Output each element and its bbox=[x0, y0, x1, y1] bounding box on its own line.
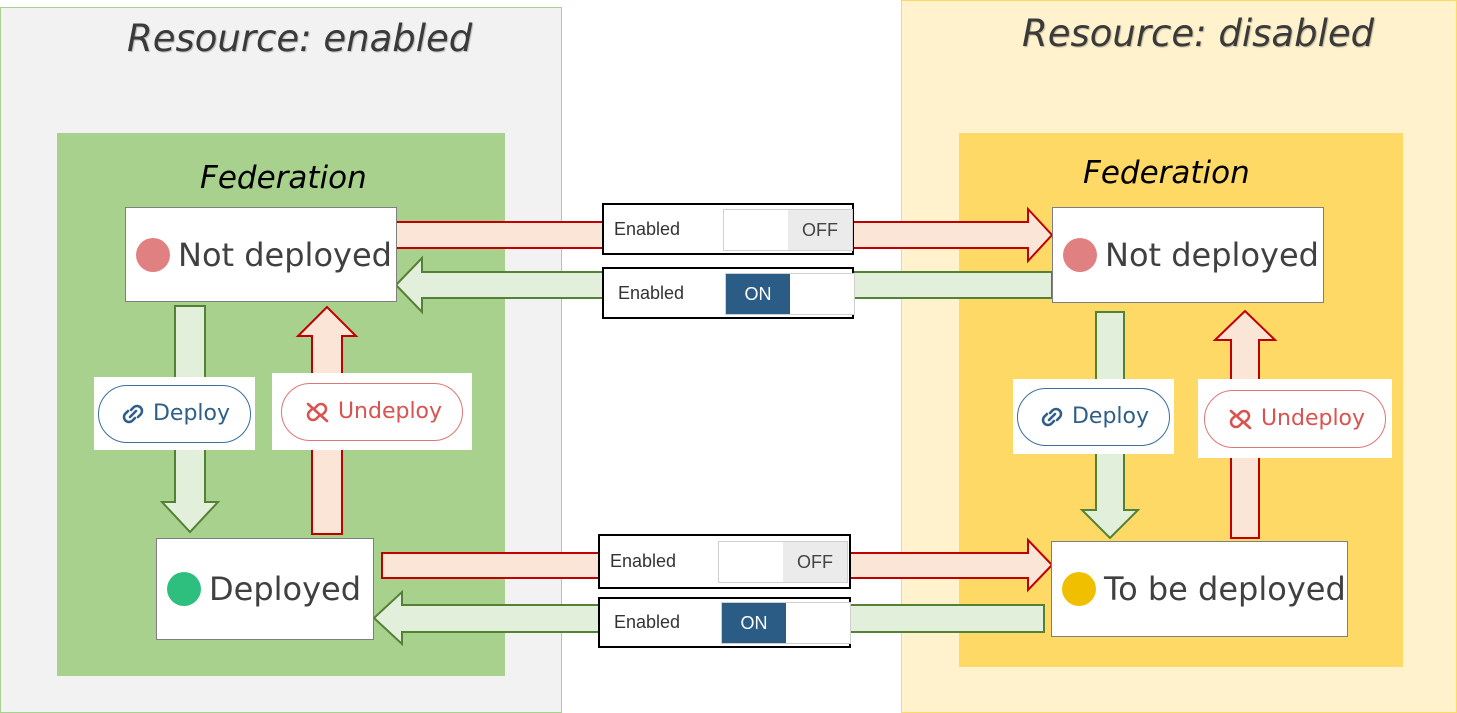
toggle-label: Enabled bbox=[618, 282, 685, 303]
federation-title-left: Federation bbox=[200, 160, 367, 196]
deploy-label: Deploy bbox=[152, 401, 231, 426]
deploy-action-left: Deploy bbox=[94, 377, 255, 450]
status-dot bbox=[167, 572, 201, 606]
toggle-knob bbox=[724, 210, 788, 250]
enabled-toggle-off-bottom: Enabled OFF bbox=[598, 534, 851, 589]
undeploy-action-right: Undeploy bbox=[1198, 379, 1392, 458]
toggle-switch[interactable]: OFF bbox=[723, 209, 853, 251]
undeploy-label: Undeploy bbox=[1260, 406, 1366, 431]
toggle-switch[interactable]: ON bbox=[721, 602, 851, 644]
toggle-knob bbox=[790, 274, 854, 314]
toggle-knob bbox=[719, 542, 783, 582]
toggle-knob bbox=[786, 603, 850, 643]
toggle-on-label: ON bbox=[722, 603, 786, 643]
toggle-switch[interactable]: ON bbox=[725, 273, 855, 315]
enabled-toggle-on-top: Enabled ON bbox=[602, 267, 855, 319]
status-dot bbox=[1063, 238, 1097, 272]
enabled-toggle-on-bottom: Enabled ON bbox=[598, 597, 851, 648]
toggle-off-label: OFF bbox=[788, 210, 852, 250]
state-label: Not deployed bbox=[178, 235, 392, 274]
status-dot bbox=[136, 237, 170, 272]
unlink-icon bbox=[1229, 409, 1252, 429]
link-icon bbox=[122, 404, 144, 423]
state-label: Deployed bbox=[209, 570, 362, 608]
toggle-label: Enabled bbox=[610, 551, 677, 571]
toggle-label: Enabled bbox=[614, 218, 681, 239]
toggle-on-label: ON bbox=[726, 274, 790, 314]
toggle-off-label: OFF bbox=[783, 542, 847, 582]
undeploy-action-left: Undeploy bbox=[272, 373, 472, 450]
resource-enabled-title: Resource: enabled bbox=[127, 17, 473, 60]
state-label: To be deployed bbox=[1104, 570, 1346, 608]
undeploy-button[interactable]: Undeploy bbox=[281, 382, 463, 441]
undeploy-button[interactable]: Undeploy bbox=[1204, 389, 1386, 448]
resource-disabled-title: Resource: disabled bbox=[1022, 12, 1375, 55]
deploy-button[interactable]: Deploy bbox=[1017, 387, 1170, 446]
state-to-be-deployed: To be deployed bbox=[1051, 541, 1348, 637]
deploy-label: Deploy bbox=[1071, 404, 1150, 429]
deploy-action-right: Deploy bbox=[1013, 379, 1174, 454]
toggle-label: Enabled bbox=[614, 612, 681, 632]
federation-title-right: Federation bbox=[1083, 155, 1250, 191]
state-deployed: Deployed bbox=[156, 538, 374, 640]
status-dot bbox=[1062, 572, 1096, 606]
state-label: Not deployed bbox=[1105, 236, 1319, 274]
undeploy-label: Undeploy bbox=[337, 399, 443, 424]
toggle-switch[interactable]: OFF bbox=[718, 541, 848, 583]
deploy-button[interactable]: Deploy bbox=[98, 384, 251, 443]
state-not-deployed-disabled: Not deployed bbox=[1052, 207, 1324, 303]
enabled-toggle-off-top: Enabled OFF bbox=[602, 203, 854, 255]
state-not-deployed-enabled: Not deployed bbox=[125, 207, 397, 302]
link-icon bbox=[1041, 407, 1063, 426]
unlink-icon bbox=[306, 402, 329, 422]
